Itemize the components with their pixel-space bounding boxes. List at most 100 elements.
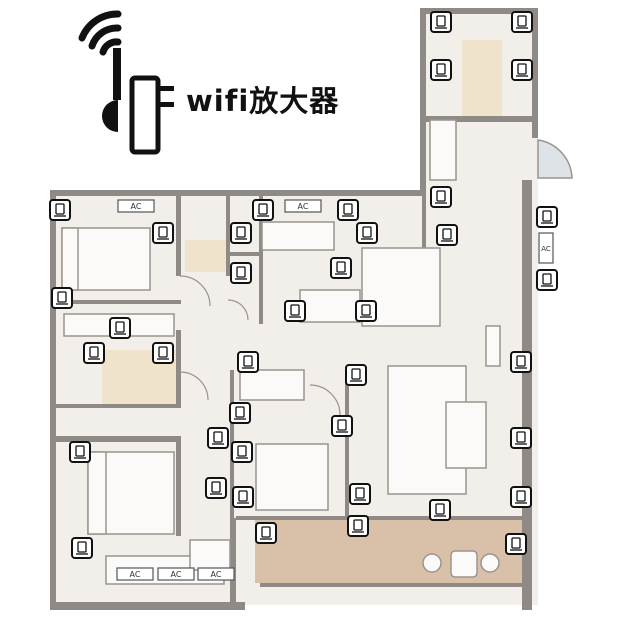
wall-13 [226,252,262,256]
plug-face-17 [361,304,371,316]
wall-21 [260,583,526,587]
ac-unit-1 [284,199,322,213]
wall-12 [226,196,230,276]
wifi-extender-plug-icon [355,300,377,322]
door-arc-1 [179,371,209,401]
plug-face-0 [436,15,446,27]
wifi-extender-plug-icon [510,486,532,508]
stool-0 [422,553,442,573]
wifi-extender-plug-icon [69,441,91,463]
door-arc-2 [227,299,249,321]
plug-face-14 [336,261,346,273]
ac-unit-5 [538,232,554,264]
balcony-table [450,550,478,578]
plug-face-35 [261,526,271,538]
plug-face-25 [235,406,245,418]
plug-face-19 [115,321,125,333]
wifi-extender-plug-icon [331,415,353,437]
plug-face-22 [243,355,253,367]
pillow-lower-left [87,451,107,535]
wall-22 [422,124,426,284]
fridge [429,119,457,181]
side-table [189,539,231,571]
wifi-extender-plug-icon [330,257,352,279]
wifi-extender-plug-icon [337,199,359,221]
wifi-extender-plug-icon [152,222,174,244]
plug-face-29 [75,445,85,457]
wall-14 [259,196,263,324]
floor-layer [50,8,538,605]
plug-face-37 [435,503,445,515]
ac-unit-0 [117,199,155,213]
wifi-extender-plug-icon [284,300,306,322]
wifi-extender-plug-icon [536,269,558,291]
door-arc-3 [309,384,341,416]
wall-8 [56,300,181,304]
plug-face-33 [355,487,365,499]
wifi-extender-plug-icon [231,441,253,463]
balcony-floor [255,518,528,583]
wifi-extender-plug-icon [71,537,93,559]
wifi-extender-plug-icon [349,483,371,505]
plug-face-38 [511,537,521,549]
wall-18 [230,518,236,610]
door-swing-east [537,139,573,179]
kitchen-counter-floor [462,40,502,118]
plug-face-27 [213,431,223,443]
wall-5 [532,8,538,138]
wifi-extender-plug-icon [51,287,73,309]
wifi-extender-plug-icon [255,522,277,544]
wifi-extender-plug-icon [232,486,254,508]
plug-face-30 [516,431,526,443]
wall-1 [50,190,56,610]
plug-face-2 [436,63,446,75]
wall-19 [345,370,349,518]
stool-1 [480,553,500,573]
wifi-extender-plug-icon [205,477,227,499]
plug-face-39 [77,541,87,553]
plug-face-36 [353,519,363,531]
plug-face-18 [542,273,552,285]
wifi-extender-plug-icon [356,222,378,244]
pillow-upper-left [61,227,79,291]
plug-face-5 [55,203,65,215]
cabinet-right [485,325,501,367]
wifi-extender-plug-icon [430,186,452,208]
wifi-extender-plug-icon [152,342,174,364]
sofa [299,289,361,323]
plug-face-13 [236,266,246,278]
wall-0 [50,190,422,196]
bed-upper-mid [261,221,335,251]
plug-face-34 [516,490,526,502]
wall-16 [176,436,181,536]
wifi-extender-plug-icon [429,499,451,521]
wifi-extender-plug-icon [511,11,533,33]
desk [239,369,305,401]
wifi-extender-plug-icon [230,262,252,284]
plug-face-8 [258,203,268,215]
wall-15 [56,436,181,442]
ac-label-5: AC [541,245,551,253]
wifi-plug-logo-icon [78,10,174,155]
plug-face-23 [351,368,361,380]
plug-face-16 [290,304,300,316]
wifi-extender-plug-icon [345,364,367,386]
plug-face-24 [516,355,526,367]
wifi-extender-plug-icon [207,427,229,449]
wifi-extender-plug-icon [436,224,458,246]
plug-layer [49,11,558,559]
ac-label-0: AC [131,202,142,211]
plug-face-26 [337,419,347,431]
dining-table [445,401,487,469]
bath-small-floor [185,240,227,272]
ac-label-1: AC [298,202,309,211]
wall-6 [522,180,532,610]
wall-2 [50,602,245,610]
plug-face-7 [236,226,246,238]
plug-face-21 [158,346,168,358]
ac-label-4: AC [211,570,222,579]
wifi-extender-plug-icon [505,533,527,555]
wifi-extender-plug-icon [510,351,532,373]
wall-11 [176,330,181,408]
